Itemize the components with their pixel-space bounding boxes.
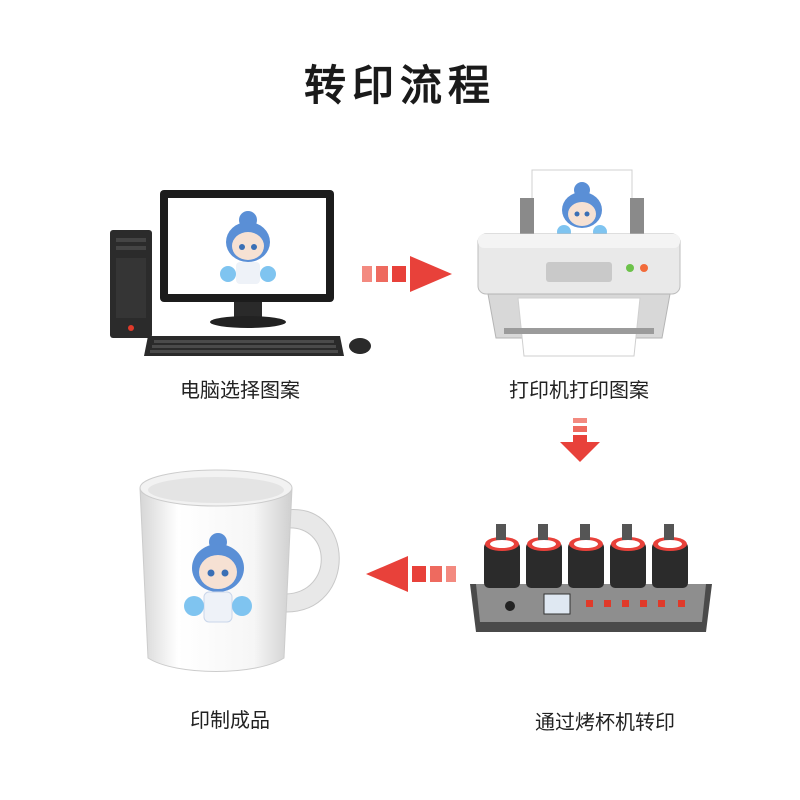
arrow-right-1 xyxy=(362,256,454,292)
mug-illustration xyxy=(136,462,356,684)
printer-icon xyxy=(477,169,681,357)
step-label-printer: 打印机打印图案 xyxy=(509,378,649,402)
mug-press-illustration xyxy=(466,520,716,640)
arrow-left xyxy=(364,556,456,592)
mug-press-machine-icon xyxy=(470,524,712,632)
step-label-computer: 电脑选择图案 xyxy=(180,378,300,402)
arrow-down-icon xyxy=(560,418,600,462)
printer-illustration xyxy=(474,168,684,363)
step-label-finished-mug: 印制成品 xyxy=(190,708,270,732)
computer-illustration xyxy=(108,188,378,363)
computer-icon xyxy=(110,190,371,356)
step-label-mug-press: 通过烤杯机转印 xyxy=(535,710,675,734)
arrow-right-icon xyxy=(362,256,452,292)
page-title: 转印流程 xyxy=(303,61,496,110)
arrow-left-icon xyxy=(366,556,456,592)
printed-mug-icon xyxy=(139,469,340,672)
arrow-down xyxy=(560,418,600,462)
